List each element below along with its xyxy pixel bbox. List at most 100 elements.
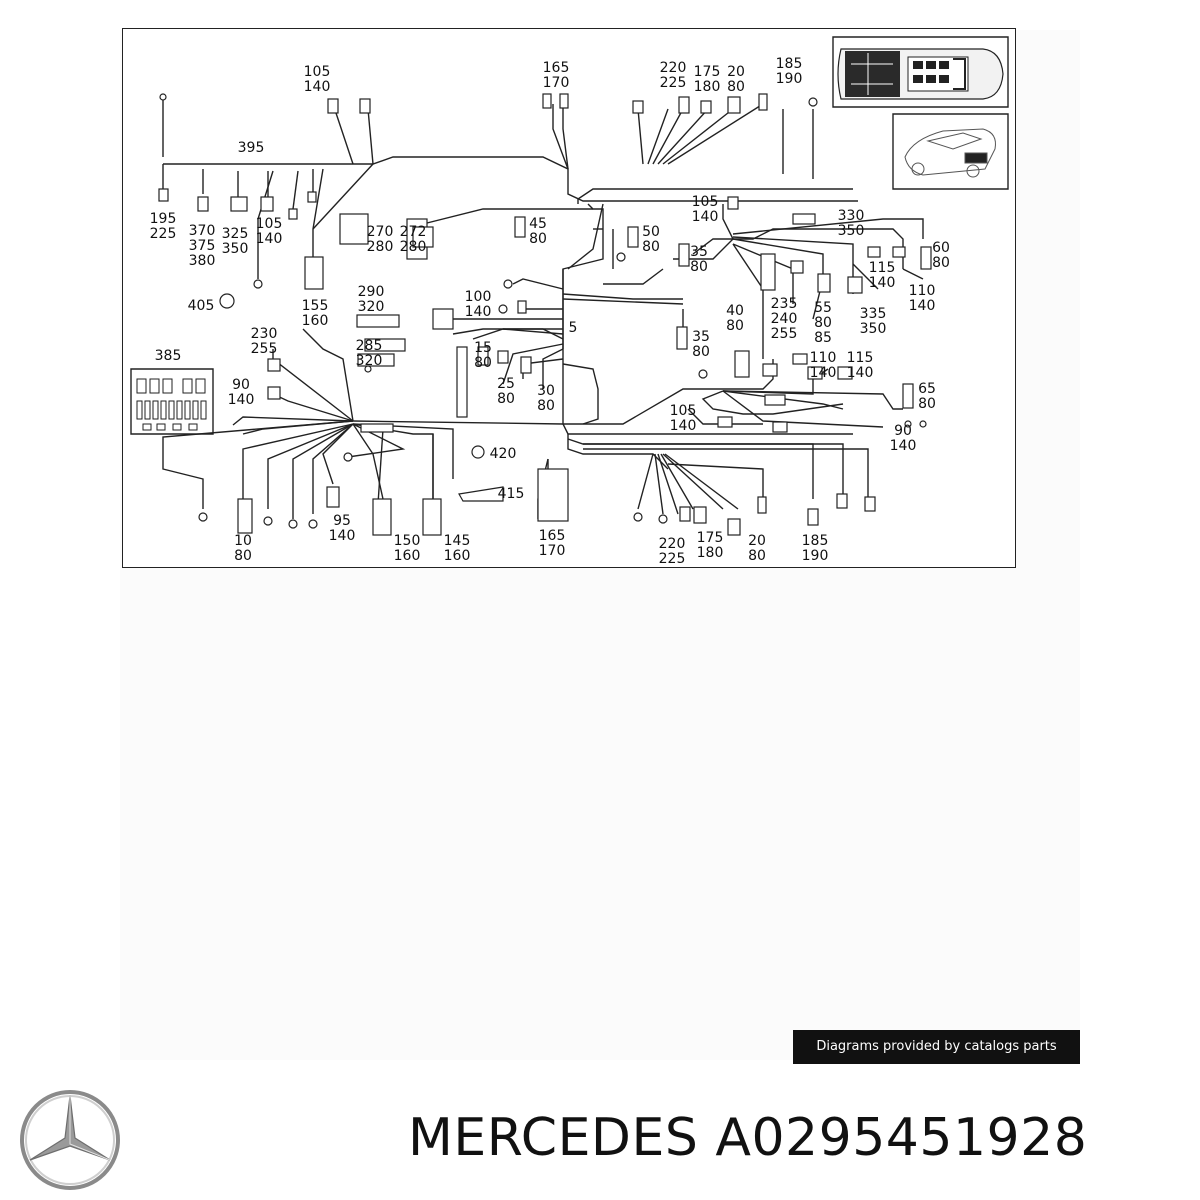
part-callout-number: 320 [355, 353, 383, 369]
part-callout-number: 80 [234, 548, 252, 564]
part-callout-number: 35 [690, 244, 708, 260]
part-callout-label: 405 [188, 299, 215, 314]
part-callout-number: 190 [801, 548, 829, 564]
car-perspective-icon [904, 128, 996, 178]
part-callout-number: 140 [328, 528, 356, 544]
part-callout-number: 225 [659, 75, 687, 91]
part-callout-number: 140 [846, 365, 874, 381]
part-callout-number: 105 [691, 194, 719, 210]
part-callout-number: 140 [691, 209, 719, 225]
part-callout-number: 140 [889, 438, 917, 454]
mercedes-star-logo [20, 1090, 120, 1190]
part-callout-number: 95 [333, 513, 351, 529]
part-callout-number: 80 [918, 396, 936, 412]
part-callout-number: 160 [393, 548, 421, 564]
part-callout-number: 140 [669, 418, 697, 434]
part-callout-label: 395 [238, 141, 265, 156]
part-callout-number: 45 [529, 216, 547, 232]
part-callout-number: 85 [814, 330, 832, 346]
part-callout-number: 175 [696, 530, 724, 546]
part-callout-number: 405 [187, 298, 215, 314]
part-callout-number: 155 [301, 298, 329, 314]
part-callout-number: 35 [692, 329, 710, 345]
part-callout-number: 350 [837, 223, 865, 239]
part-callout-number: 25 [497, 376, 515, 392]
part-callout-number: 140 [255, 231, 283, 247]
part-callout-number: 105 [255, 216, 283, 232]
part-callout-number: 170 [538, 543, 566, 559]
brand-name: MERCEDES [408, 1108, 699, 1168]
part-callout-number: 115 [846, 350, 874, 366]
part-callout-number: 175 [693, 64, 721, 80]
part-callout-number: 350 [221, 241, 249, 257]
part-callout-number: 420 [489, 446, 517, 462]
part-callout-number: 50 [642, 224, 660, 240]
part-callout-number: 30 [537, 383, 555, 399]
part-callout-number: 220 [658, 536, 686, 552]
part-callout-number: 140 [908, 298, 936, 314]
part-callout-number: 110 [809, 350, 837, 366]
wiring-harness-drawing [130, 36, 1009, 536]
part-callout-number: 190 [775, 71, 803, 87]
part-callout-number: 10 [234, 533, 252, 549]
part-callout-number: 220 [659, 60, 687, 76]
part-callout-number: 90 [232, 377, 250, 393]
part-callout-number: 140 [809, 365, 837, 381]
part-callout-number: 80 [932, 255, 950, 271]
part-callout-number: 180 [696, 545, 724, 561]
part-callout-number: 325 [221, 226, 249, 242]
part-number: A0295451928 [715, 1108, 1088, 1168]
part-callout-number: 80 [642, 239, 660, 255]
car-top-view-icon [837, 48, 1004, 100]
part-callout-number: 225 [658, 551, 686, 567]
part-callout-number: 80 [529, 231, 547, 247]
part-callout-number: 15 [474, 340, 492, 356]
part-callout-number: 5 [568, 320, 578, 336]
part-callout-number: 80 [474, 355, 492, 371]
part-callout-number: 415 [497, 486, 525, 502]
part-callout-number: 375 [188, 238, 216, 254]
part-callout-number: 150 [393, 533, 421, 549]
part-callout-number: 395 [237, 140, 265, 156]
part-callout-number: 80 [690, 259, 708, 275]
part-callout-number: 320 [357, 299, 385, 315]
part-callout-number: 165 [542, 60, 570, 76]
part-callout-number: 335 [859, 306, 887, 322]
part-callout-number: 380 [188, 253, 216, 269]
part-callout-number: 55 [814, 300, 832, 316]
part-callout-number: 160 [443, 548, 471, 564]
part-callout-number: 100 [464, 289, 492, 305]
part-callout-number: 350 [859, 321, 887, 337]
diagram-credit-banner: Diagrams provided by catalogs parts [793, 1030, 1080, 1064]
part-callout-number: 105 [303, 64, 331, 80]
part-callout-number: 290 [357, 284, 385, 300]
